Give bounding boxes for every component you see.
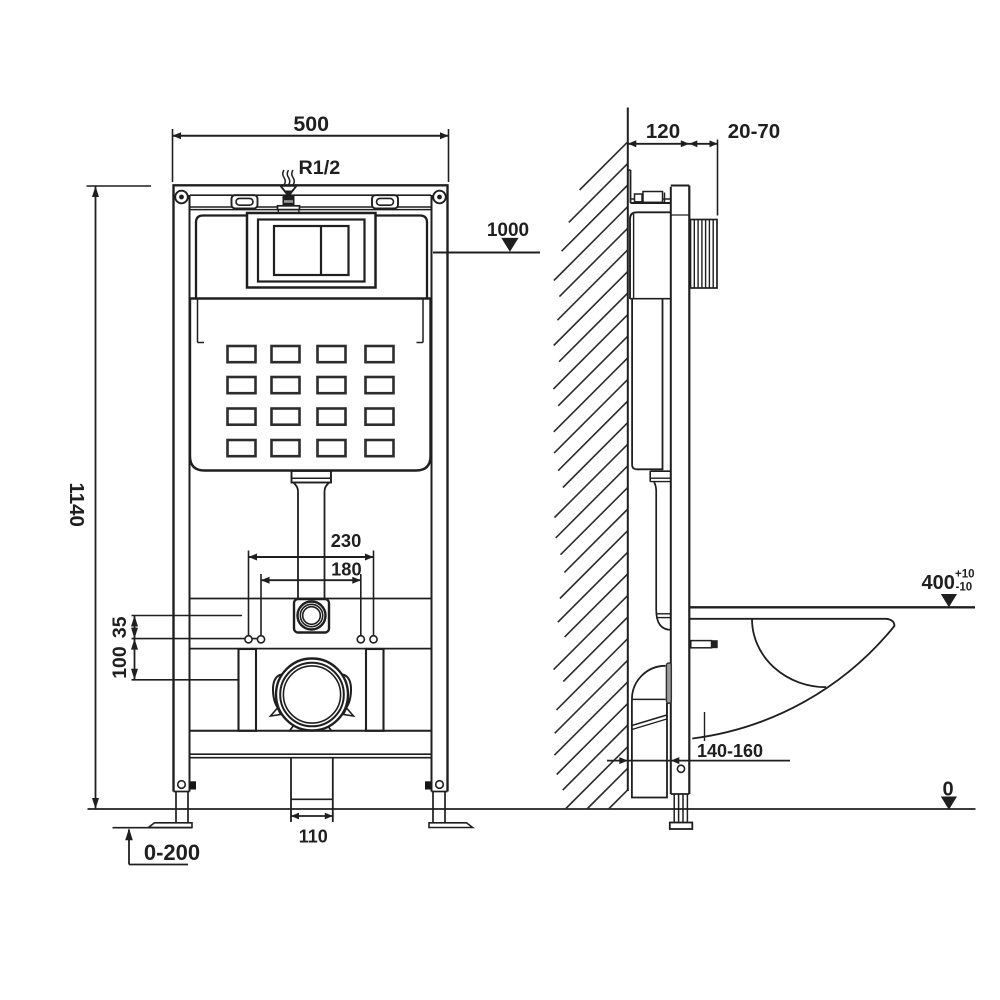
svg-text:140-160: 140-160	[697, 741, 763, 761]
svg-text:120: 120	[646, 120, 680, 143]
svg-text:R1/2: R1/2	[299, 157, 341, 179]
svg-text:110: 110	[299, 827, 328, 847]
svg-text:100: 100	[109, 646, 131, 679]
svg-text:1140: 1140	[65, 482, 88, 526]
svg-text:+10: +10	[955, 569, 975, 581]
svg-text:0: 0	[942, 779, 953, 801]
svg-text:-10: -10	[956, 582, 973, 594]
svg-text:0-200: 0-200	[144, 840, 200, 865]
svg-text:180: 180	[331, 558, 362, 579]
svg-text:1000: 1000	[487, 220, 529, 241]
svg-text:230: 230	[331, 530, 362, 551]
svg-text:35: 35	[109, 616, 131, 638]
svg-text:500: 500	[293, 112, 329, 136]
svg-text:20-70: 20-70	[728, 120, 780, 143]
svg-text:400: 400	[922, 572, 955, 594]
